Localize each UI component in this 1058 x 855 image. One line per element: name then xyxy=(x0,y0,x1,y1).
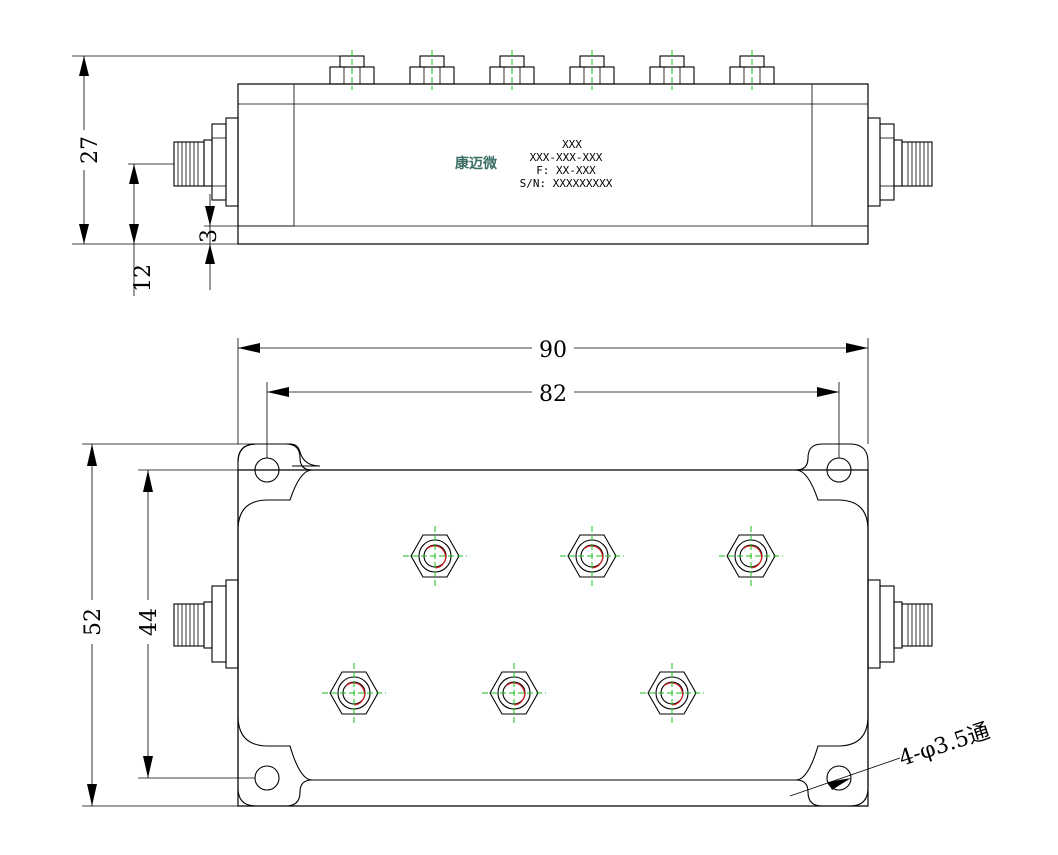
hex-nut xyxy=(719,526,783,586)
brand-logo-text: 康迈微 xyxy=(455,155,498,172)
height-dimension: 52 xyxy=(81,443,256,807)
top-view: 90 82 52 44 xyxy=(81,336,993,807)
hole-spacing-x-dimension: 82 xyxy=(266,380,840,458)
side-flange-dimension: 3 xyxy=(197,194,238,290)
side-view-body xyxy=(237,83,869,245)
dim-82-text: 82 xyxy=(539,382,567,407)
side-nut xyxy=(329,50,375,90)
label-line-1: XXX xyxy=(562,138,582,151)
dim-44-text: 44 xyxy=(137,608,162,636)
side-top-connectors xyxy=(329,50,775,90)
hex-nut xyxy=(482,663,546,723)
side-nut xyxy=(729,50,775,90)
dim-12-text: 12 xyxy=(131,264,156,292)
hex-nut xyxy=(322,663,386,723)
label-line-3: F: XX-XXX xyxy=(536,164,596,177)
side-nut xyxy=(489,50,535,90)
hex-connectors xyxy=(322,526,783,723)
side-nut xyxy=(649,50,695,90)
top-view-cover xyxy=(237,469,869,781)
side-height-dimension: 27 xyxy=(72,55,340,245)
top-view-body xyxy=(237,469,869,807)
top-right-sma-connector xyxy=(867,579,933,669)
side-view: 康迈微 XXX XXX-XXX-XXX F: XX-XXX S/N: XXXXX… xyxy=(72,50,933,296)
label-line-2: XXX-XXX-XXX xyxy=(530,151,603,164)
hex-nut xyxy=(403,526,467,586)
hole-note-text: 4-φ3.5通 xyxy=(896,719,993,772)
top-left-sma-connector xyxy=(173,579,239,669)
side-left-sma-connector xyxy=(173,117,239,207)
dim-52-text: 52 xyxy=(81,608,106,636)
dim-90-text: 90 xyxy=(539,338,567,363)
side-nut xyxy=(409,50,455,90)
hole-spacing-y-dimension: 44 xyxy=(137,469,255,779)
hex-nut xyxy=(640,663,704,723)
label-line-4: S/N: XXXXXXXXX xyxy=(520,177,613,190)
hex-nut xyxy=(560,526,624,586)
side-right-sma-connector xyxy=(867,117,933,207)
side-connector-height-dimension: 12 xyxy=(128,163,174,296)
side-nut xyxy=(569,50,615,90)
product-label: 康迈微 XXX XXX-XXX-XXX F: XX-XXX S/N: XXXXX… xyxy=(455,138,613,190)
dim-3-text: 3 xyxy=(197,229,222,243)
dim-27-text: 27 xyxy=(78,136,103,164)
width-dimension: 90 xyxy=(237,336,869,444)
